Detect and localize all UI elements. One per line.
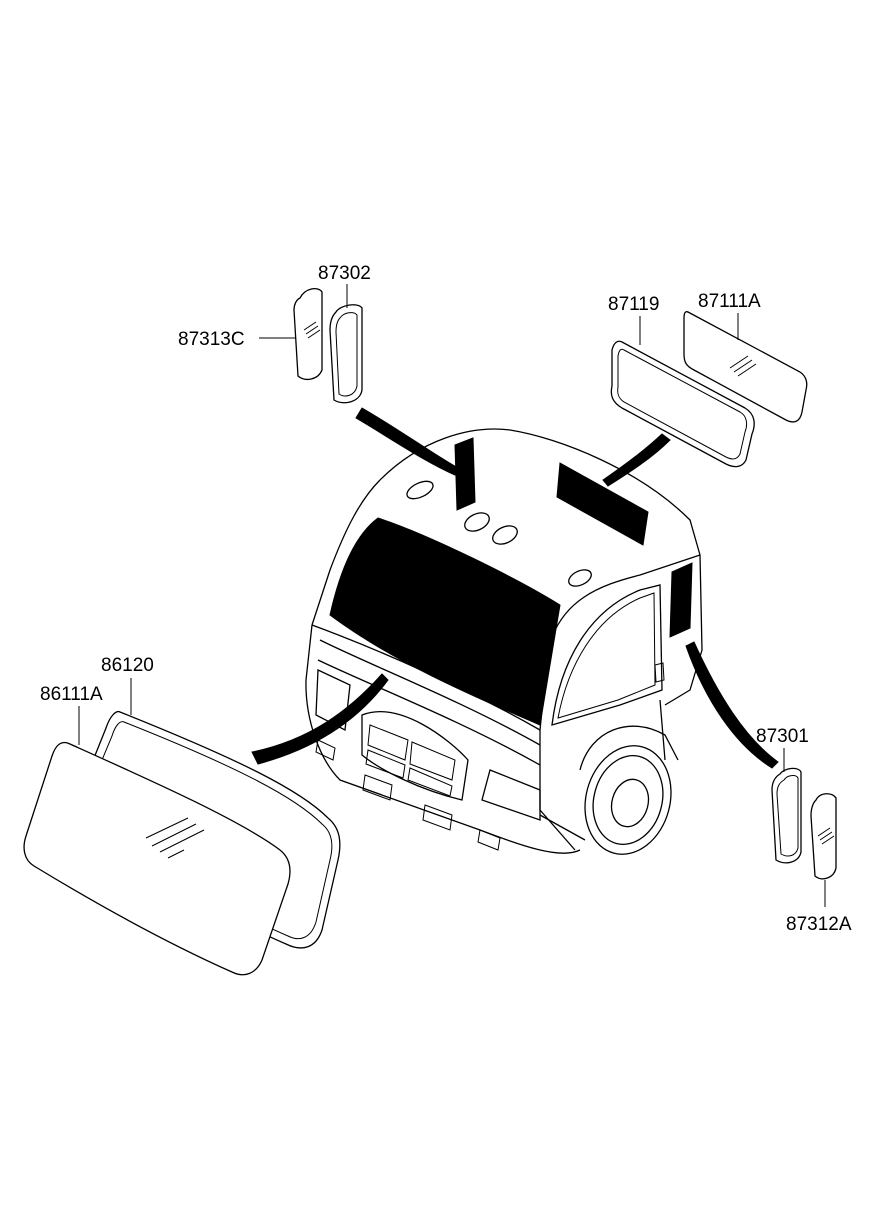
label-87302: 87302 [318,263,371,284]
windshield-area [329,517,561,726]
rear-window-area [556,462,649,546]
left-quarter-window-area [454,437,476,511]
label-87313c: 87313C [178,329,245,350]
leader-wedge-87301 [685,641,779,769]
label-86120: 86120 [101,655,154,676]
label-87312a: 87312A [786,914,852,935]
quarter-seal-87301 [771,767,802,864]
quarter-glass-87312a [810,793,837,880]
label-87119: 87119 [608,294,659,315]
label-86111a: 86111A [40,684,103,705]
quarter-glass-87313c [293,287,323,381]
windshield-glass-86111a [23,741,291,976]
leader-wedge-86120 [251,673,389,765]
label-87111a: 87111A [698,291,761,312]
right-quarter-window-area [669,562,693,638]
leader-wedge-87119 [602,433,671,487]
truck-cab [305,428,703,855]
leader-wedge-87302 [355,407,459,476]
label-87301: 87301 [756,726,809,747]
quarter-seal-87302 [329,304,363,404]
rear-seal-87119 [610,340,755,468]
rear-glass-87111a [683,311,808,423]
